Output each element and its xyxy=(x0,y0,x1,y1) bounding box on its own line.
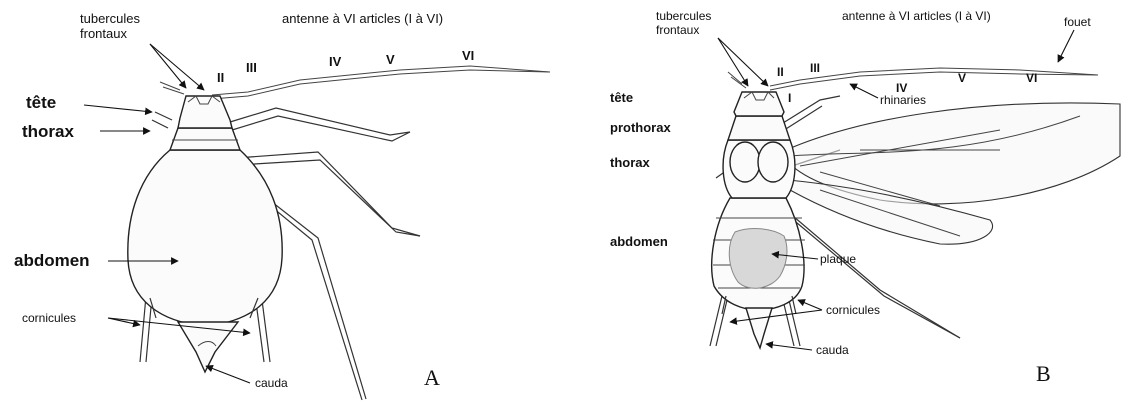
label-b-frontaux: frontaux xyxy=(656,23,699,37)
label-a-frontaux: frontaux xyxy=(80,26,127,41)
label-b-cornicules: cornicules xyxy=(826,303,880,317)
label-b-fouet: fouet xyxy=(1064,15,1091,29)
label-b-segment-I: I xyxy=(788,91,791,105)
label-b-segment-VI: VI xyxy=(1026,71,1037,85)
figure-a-letter: A xyxy=(424,365,440,390)
label-b-segment-V: V xyxy=(958,71,966,85)
label-a-abdomen: abdomen xyxy=(14,251,90,270)
label-b-thorax: thorax xyxy=(610,155,651,170)
label-a-segment-II: II xyxy=(217,70,224,85)
label-a-segment-IV: IV xyxy=(329,54,342,69)
aphid-b-cauda xyxy=(746,308,772,348)
aphid-a-head xyxy=(178,96,232,128)
label-b-segment-III: III xyxy=(810,61,820,75)
label-a-cauda: cauda xyxy=(255,376,288,390)
label-b-cauda: cauda xyxy=(816,343,849,357)
label-b-antenna: antenne à VI articles (I à VI) xyxy=(842,9,991,23)
label-b-prothorax: prothorax xyxy=(610,120,671,135)
label-a-tubercules: tubercules xyxy=(80,11,140,26)
label-a-antenna: antenne à VI articles (I à VI) xyxy=(282,11,443,26)
label-b-rhinaries: rhinaries xyxy=(880,93,926,107)
label-a-cornicules: cornicules xyxy=(22,311,76,325)
figure-b xyxy=(710,68,1120,348)
label-a-segment-III: III xyxy=(246,60,257,75)
label-b-plaque: plaque xyxy=(820,252,856,266)
figure-b-letter: B xyxy=(1036,361,1051,386)
aphid-b-head xyxy=(734,92,784,116)
label-a-thorax: thorax xyxy=(22,122,75,141)
label-a-tete: tête xyxy=(26,93,56,112)
label-a-segment-V: V xyxy=(386,52,395,67)
label-b-segment-II: II xyxy=(777,65,784,79)
label-b-abdomen: abdomen xyxy=(610,234,668,249)
aphid-b-prothorax xyxy=(728,116,790,140)
label-b-tete: tête xyxy=(610,90,633,105)
figure-a xyxy=(128,66,550,400)
label-a-segment-VI: VI xyxy=(462,48,474,63)
label-b-tubercules: tubercules xyxy=(656,9,711,23)
aphid-a-thorax xyxy=(170,128,240,150)
aphid-a-cauda xyxy=(178,322,238,372)
